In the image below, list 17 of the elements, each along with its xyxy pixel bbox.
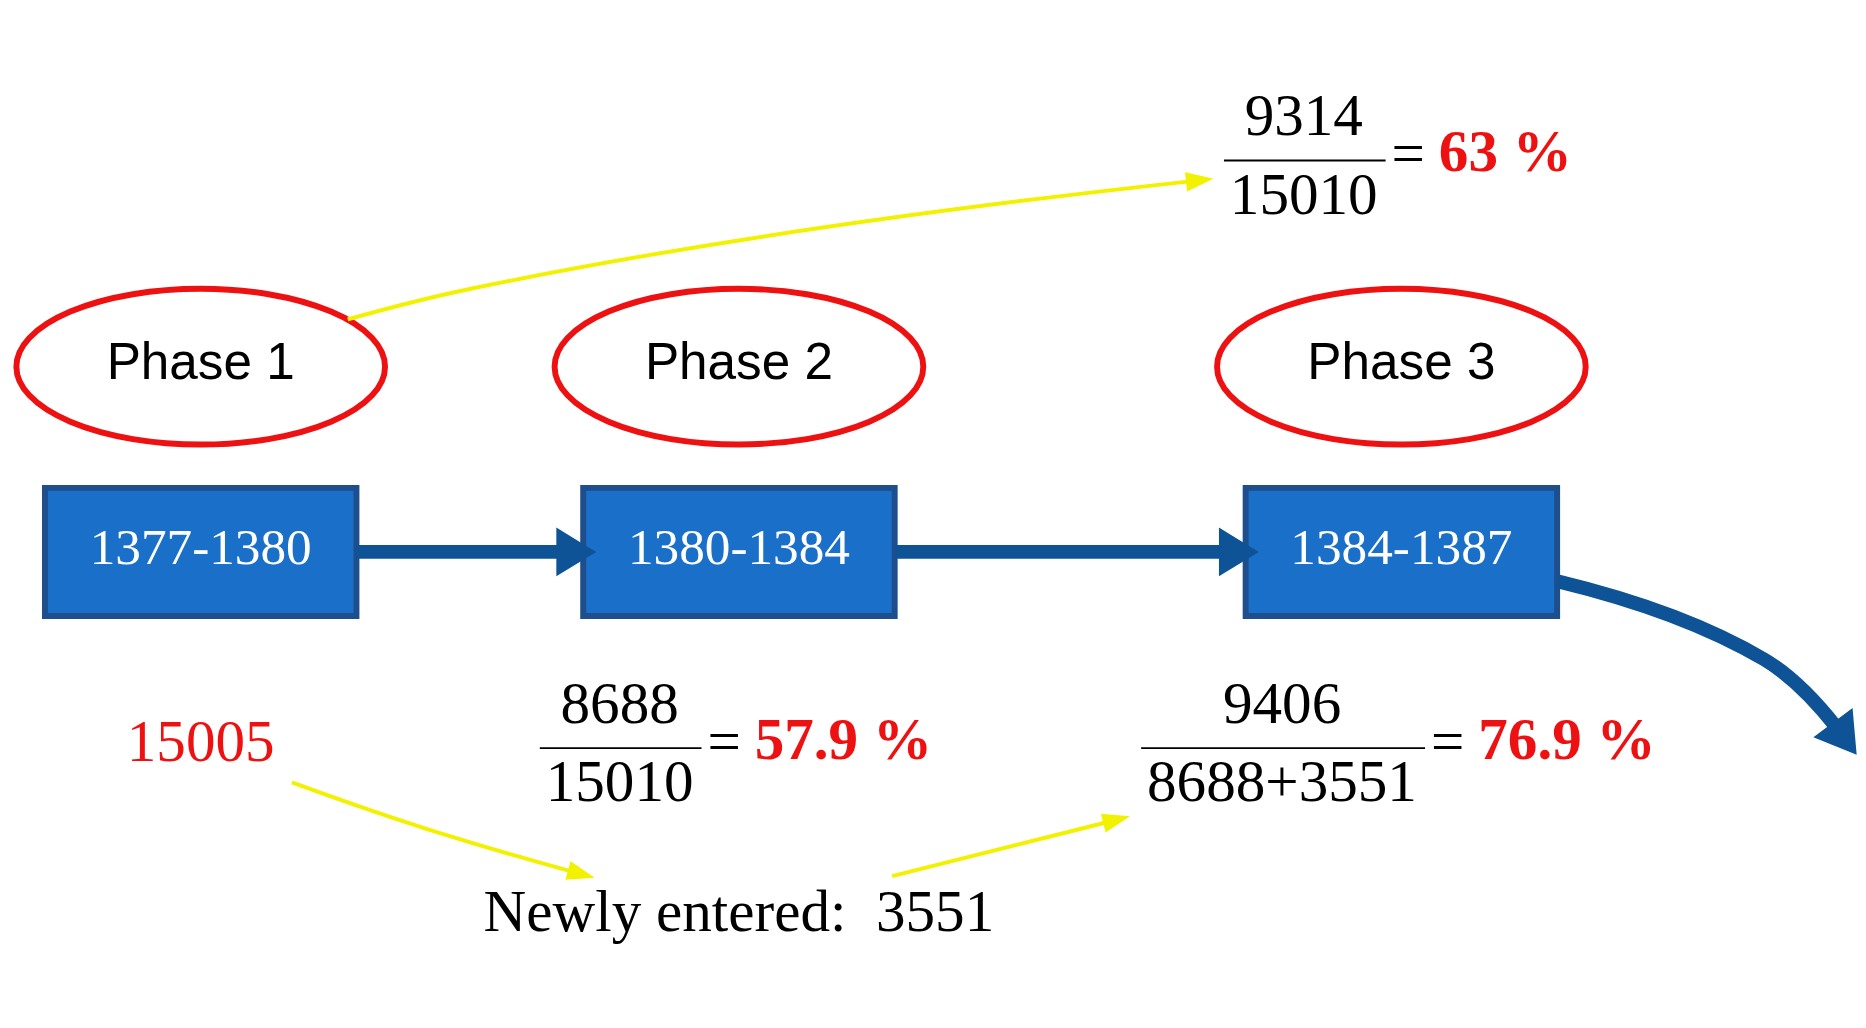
node-text: 15005 — [126, 707, 275, 774]
node-text: Newly entered: 3551 — [483, 877, 995, 944]
arrow — [347, 171, 1214, 321]
node-box: 1377-1380 — [42, 484, 360, 619]
arrow — [291, 780, 595, 880]
arrow — [1555, 574, 1857, 755]
arrow — [894, 527, 1259, 576]
node-ellipse: Phase 1 — [13, 285, 388, 447]
node-text: 9406 = 76.9 % 8688+3551 — [1147, 669, 1656, 814]
arrow — [891, 813, 1131, 878]
node-text: 9314 = 63 % 15010 — [1229, 81, 1572, 227]
node-ellipse: Phase 2 — [551, 285, 927, 447]
node-box: 1384-1387 — [1242, 484, 1561, 619]
node-ellipse: Phase 3 — [1214, 285, 1589, 447]
node-box: 1380-1384 — [580, 484, 898, 619]
arrow — [356, 527, 597, 576]
node-text: 8688 = 57.9 % 15010 — [545, 669, 933, 814]
